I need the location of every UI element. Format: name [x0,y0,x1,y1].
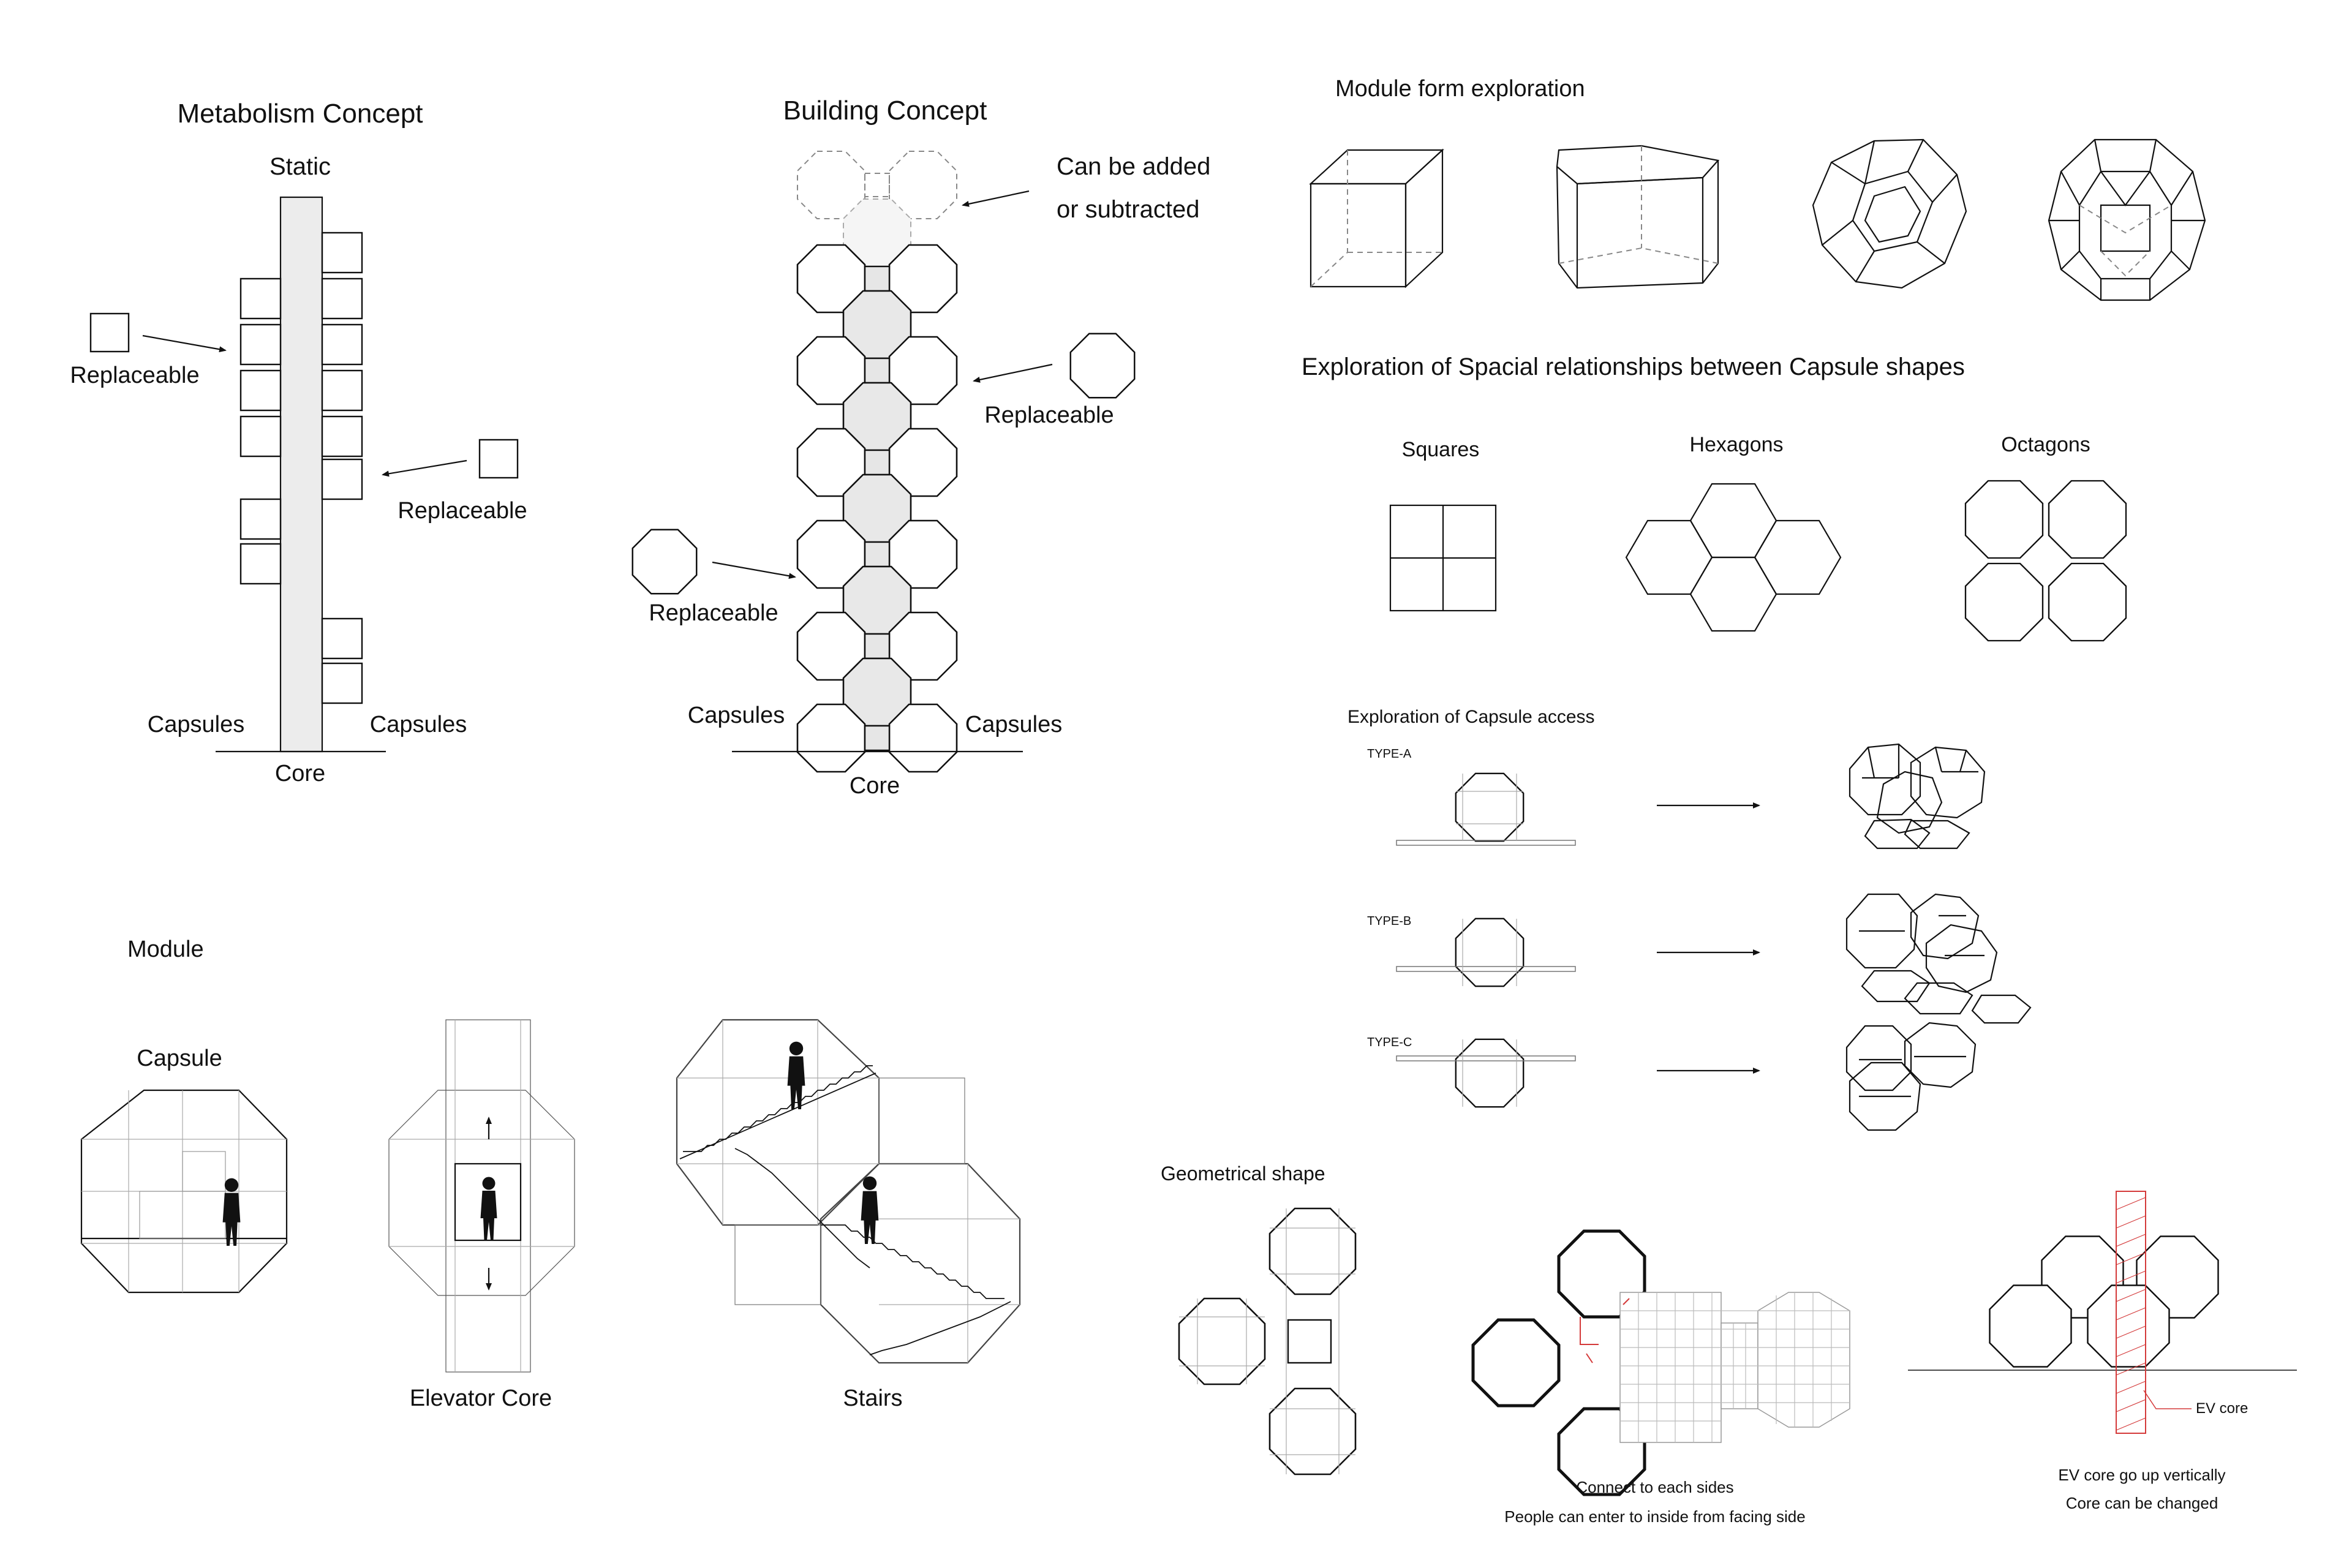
geometry-caption-1a: Connect to each sides [1576,1478,1733,1496]
squares-pattern [1389,504,1497,612]
type-a-cluster [1849,743,1986,850]
building-replaceable-left: Replaceable [649,600,778,626]
building-concept: Building Concept [631,96,1210,799]
octagons-pattern [1964,480,2127,642]
truncated-octahedron-shape [1812,138,1967,289]
module-section: Module Capsule Elevator Core Stairs [80,937,1021,1411]
hexagons-label: Hexagons [1689,433,1783,456]
replaceable-octagon-right [1069,333,1136,399]
replaceable-capsule-right [478,439,519,479]
capsule-label: Capsule [137,1046,222,1071]
added-arrow [962,190,1030,207]
static-core-bar [279,196,323,753]
geometry-caption-1b: People can enter to inside from facing s… [1504,1507,1805,1526]
spatial-relationships: Exploration of Spacial relationships bet… [1302,353,2127,642]
arrow-right [382,459,467,477]
replaceable-octagon-left [631,529,698,595]
type-a-section [1396,772,1576,846]
left-capsules [239,277,282,585]
hexagons-pattern [1625,483,1842,632]
capsule-section [80,1089,288,1294]
capsules-right-label: Capsules [370,712,467,737]
module-form-title: Module form exploration [1335,76,1585,102]
metabolism-title: Metabolism Concept [177,99,423,129]
hexagonal-prism-shape [1556,145,1720,289]
type-b-section [1396,918,1576,987]
arrow-left [142,334,227,353]
spatial-title: Exploration of Spacial relationships bet… [1302,353,1965,380]
octagons-label: Octagons [2001,433,2090,456]
rhombicuboctahedron-shape [2048,138,2206,301]
ev-core-tag: EV core [2196,1400,2248,1417]
cube-shape [1309,148,1444,288]
geometrical-shape: Geometrical shape [1161,1163,2297,1526]
type-a-label: TYPE-A [1367,747,1412,761]
access-title: Exploration of Capsule access [1348,707,1595,727]
added-label-2: or subtracted [1057,196,1199,223]
addable-capsules [797,151,957,267]
replaceable-arrow-right [973,363,1053,383]
octagon-cross [1178,1207,1357,1476]
capsule-access: Exploration of Capsule access TYPE-A TYP… [1348,707,2032,1131]
type-b-label: TYPE-B [1367,914,1411,928]
building-core-label: Core [850,773,900,799]
geometry-caption-2b: Core can be changed [2066,1494,2218,1512]
right-capsules [321,232,363,704]
building-capsules-left: Capsules [688,703,785,728]
building-replaceable-right: Replaceable [984,402,1114,428]
ev-core-elevation [1908,1191,2297,1434]
module-form-exploration: Module form exploration [1309,76,2206,301]
squares-label: Squares [1402,438,1480,461]
geometry-title: Geometrical shape [1161,1163,1325,1185]
replaceable-arrow-left [712,561,796,579]
capsules-left-label: Capsules [148,712,244,737]
added-label-1: Can be added [1057,153,1210,180]
stairs-label: Stairs [843,1385,902,1411]
replaceable-left-label: Replaceable [70,363,199,388]
elevator-label: Elevator Core [410,1385,552,1411]
capsule-stack [796,244,958,773]
elevator-core-section [388,1019,575,1373]
core-label: Core [275,761,325,786]
type-c-label: TYPE-C [1367,1036,1412,1049]
octagon-connected [1473,1231,1850,1494]
module-title: Module [127,937,204,962]
type-b-cluster [1845,893,2032,1024]
replaceable-right-label: Replaceable [398,498,527,524]
stairs-section [676,1019,1021,1364]
replaceable-capsule-left [89,312,130,353]
type-c-cluster [1845,1022,1977,1131]
building-capsules-right: Capsules [965,712,1062,737]
geometry-caption-2a: EV core go up vertically [2058,1466,2225,1484]
metabolism-concept: Metabolism Concept Static Replaceable [70,99,527,786]
type-c-section [1396,1038,1576,1108]
static-label: Static [270,153,331,180]
building-title: Building Concept [783,96,987,126]
